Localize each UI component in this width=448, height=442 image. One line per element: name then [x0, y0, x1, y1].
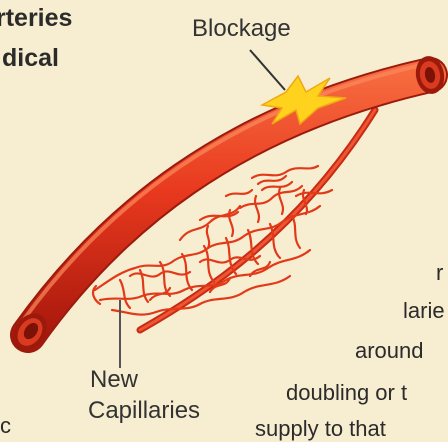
body-text-line-4: doubling or t: [286, 380, 407, 406]
body-text-line-3: around: [355, 338, 424, 364]
artery-diagram: [0, 0, 448, 431]
body-text-line-1: r: [436, 260, 443, 286]
heading-line-1: rteries: [0, 4, 72, 33]
body-text-line-5: supply to that: [255, 416, 386, 442]
capillaries-label: Capillaries: [88, 397, 200, 425]
body-text-left-fragment: c: [0, 413, 11, 439]
body-text-line-2: larie: [403, 298, 445, 324]
blockage-leader-line: [250, 50, 285, 90]
heading-line-2: dical: [2, 44, 59, 73]
blockage-label: Blockage: [192, 15, 291, 43]
new-label: New: [90, 366, 138, 394]
